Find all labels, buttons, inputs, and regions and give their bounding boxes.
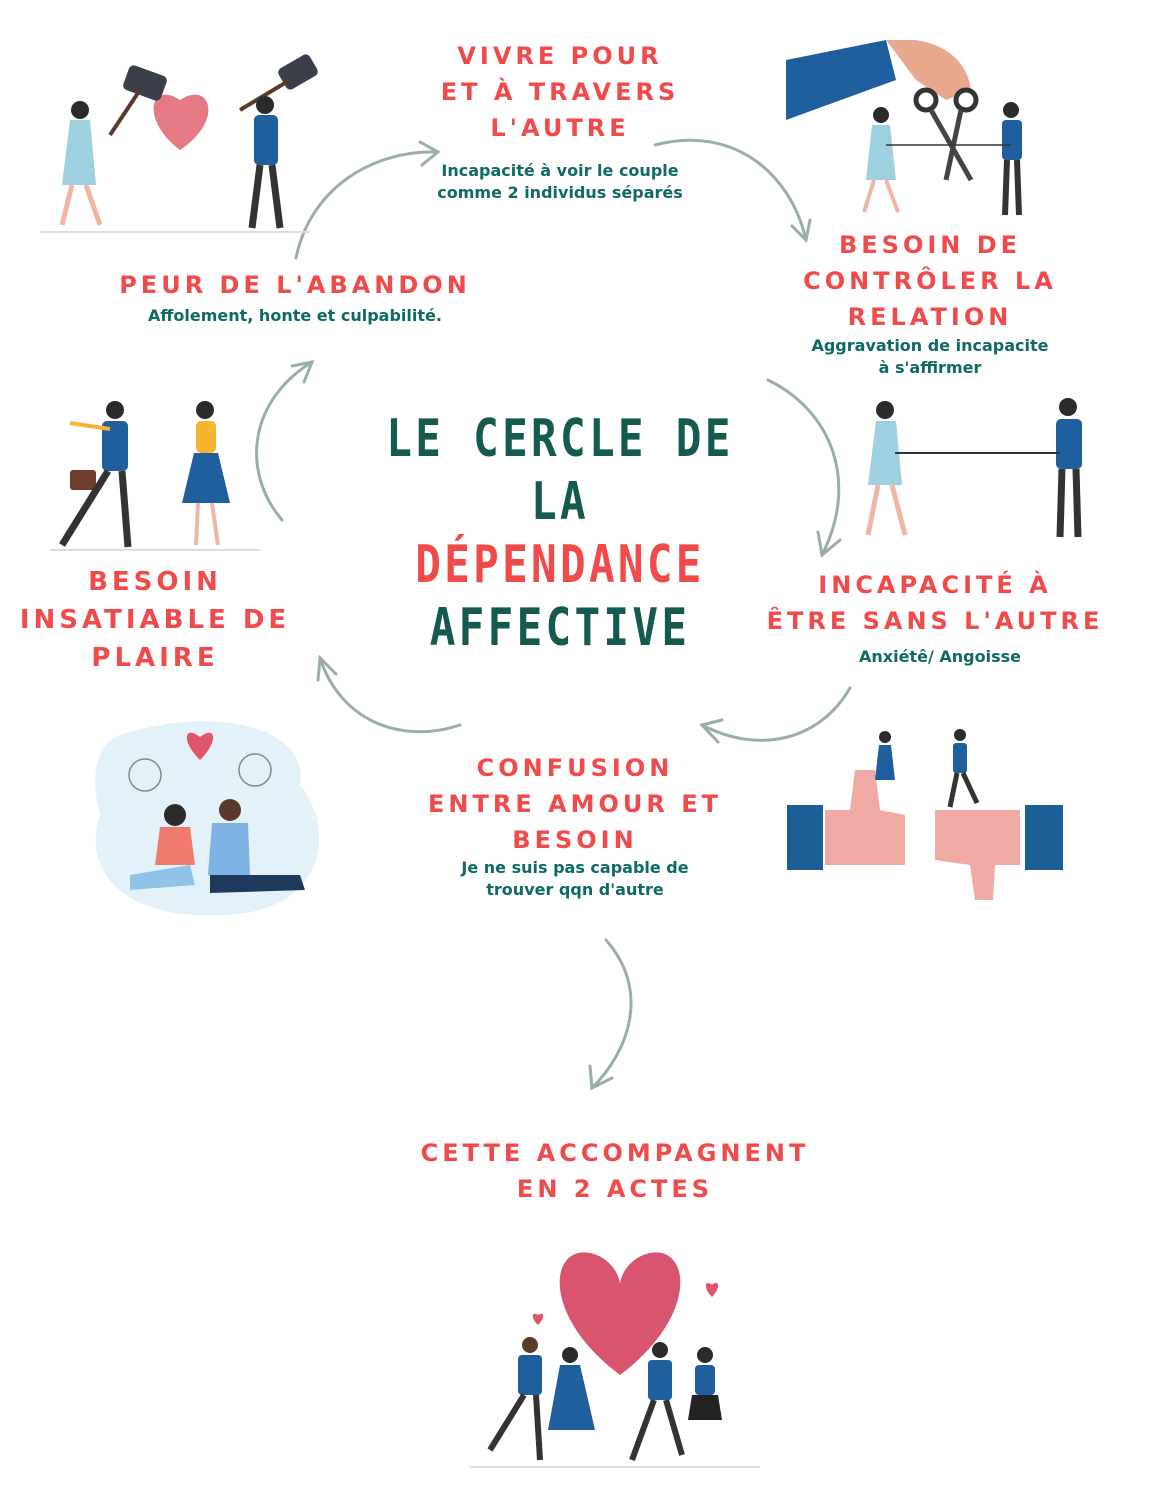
heading-line: ÊTRE SANS L'AUTRE	[766, 607, 1104, 635]
arrow-2	[653, 138, 808, 242]
step-1-subtitle: Incapacité à voir le couple comme 2 indi…	[400, 160, 720, 204]
subtitle-line: Anxiétê/ Angoisse	[859, 647, 1021, 666]
subtitle-line: Je ne suis pas capable de	[461, 858, 689, 877]
conclusion-heading: CETTE ACCOMPAGNENT EN 2 ACTES	[400, 1135, 830, 1207]
heading-line: BESOIN	[88, 567, 222, 597]
arrow-6	[255, 360, 314, 522]
heading-line: EN 2 ACTES	[516, 1175, 714, 1203]
rope-tension-illustration	[865, 398, 1082, 538]
subtitle-line: à s'affirmer	[878, 358, 982, 377]
sad-couple-illustration	[95, 721, 320, 916]
arrow-4	[700, 686, 852, 742]
step-2-subtitle: Aggravation de incapacite à s'affirmer	[790, 335, 1070, 379]
heading-line: BESOIN	[512, 826, 638, 854]
heading-line: INCAPACITÉ À	[818, 571, 1052, 599]
thumbs-illustration	[787, 729, 1063, 900]
title-line-1: LE CERCLE DE LA	[386, 409, 734, 532]
hammer-heart-illustration	[40, 54, 318, 233]
heading-line: CETTE ACCOMPAGNENT	[420, 1139, 810, 1167]
scissors-cut-illustration	[786, 40, 1022, 216]
step-3-subtitle: Anxiétê/ Angoisse	[800, 646, 1080, 668]
heading-line: CONTRÔLER LA	[803, 267, 1057, 295]
heading-line: BESOIN DE	[838, 231, 1022, 259]
title-line-3: AFFECTIVE	[429, 598, 691, 658]
heading-line: ET À TRAVERS	[440, 78, 680, 106]
heading-line: ENTRE AMOUR ET	[427, 790, 723, 818]
heading-line: PLAIRE	[91, 643, 219, 673]
step-6-heading: PEUR DE L'ABANDON	[110, 267, 480, 303]
subtitle-line: Incapacité à voir le couple	[441, 161, 679, 180]
subtitle-line: trouver qqn d'autre	[486, 880, 664, 899]
heading-line: L'AUTRE	[490, 114, 630, 142]
step-5-heading: BESOIN INSATIABLE DE PLAIRE	[10, 563, 300, 677]
title-line-2: DÉPENDANCE	[415, 535, 705, 595]
step-6-subtitle: Affolement, honte et culpabilité.	[120, 305, 470, 327]
step-3-heading: INCAPACITÉ À ÊTRE SANS L'AUTRE	[760, 567, 1110, 639]
arrow-7	[590, 938, 633, 1090]
team-heart-illustration	[470, 1252, 760, 1468]
arrow-5	[318, 656, 462, 734]
subtitle-line: comme 2 individus séparés	[437, 183, 683, 202]
arrow-1	[294, 150, 440, 260]
heading-line: RELATION	[847, 303, 1013, 331]
arrow-3	[766, 378, 841, 557]
heading-line: PEUR DE L'ABANDON	[119, 271, 471, 299]
arguing-couple-illustration	[50, 401, 260, 551]
main-title: LE CERCLE DE LA DÉPENDANCE AFFECTIVE	[371, 408, 748, 660]
subtitle-line: Affolement, honte et culpabilité.	[148, 306, 442, 325]
step-1-heading: VIVRE POUR ET À TRAVERS L'AUTRE	[410, 38, 710, 146]
heading-line: CONFUSION	[476, 754, 674, 782]
step-4-subtitle: Je ne suis pas capable de trouver qqn d'…	[430, 857, 720, 901]
step-2-heading: BESOIN DE CONTRÔLER LA RELATION	[790, 227, 1070, 335]
heading-line: VIVRE POUR	[457, 42, 663, 70]
subtitle-line: Aggravation de incapacite	[811, 336, 1049, 355]
step-4-heading: CONFUSION ENTRE AMOUR ET BESOIN	[420, 750, 730, 858]
heading-line: INSATIABLE DE	[19, 605, 291, 635]
